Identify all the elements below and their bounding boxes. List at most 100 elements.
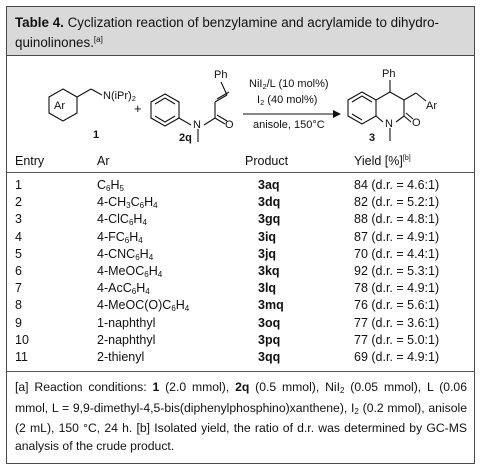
amine-group-text: N(iPr) <box>103 90 132 102</box>
cell-ar: 4-MeOC(O)C6H4 <box>97 298 190 314</box>
cell-product: 3pq <box>258 332 281 347</box>
cell-ar: 4-ClC6H4 <box>97 212 147 228</box>
cell-ar: 4-CNC6H4 <box>97 246 154 262</box>
header-yield-text: Yield [%] <box>354 154 403 168</box>
cell-yield: 77 (d.r. = 5.0:1) <box>354 332 440 347</box>
caption-label: Table 4. <box>15 15 64 30</box>
cell-product: 3lq <box>258 281 277 296</box>
table-row: 10 2-naphthyl 3pq 77 (d.r. = 5.0:1) <box>7 333 474 350</box>
cell-yield: 82 (d.r. = 5.2:1) <box>354 195 440 210</box>
cell-ar: 1-naphthyl <box>97 315 156 330</box>
cell-entry: 7 <box>15 281 22 296</box>
product-o-label: O <box>412 117 421 129</box>
product-ph-label: Ph <box>382 68 396 80</box>
table-bottom-rule <box>7 371 474 372</box>
cell-entry: 10 <box>15 332 29 347</box>
cell-ar: 2-thienyl <box>97 349 145 364</box>
product-n-label: N <box>385 118 393 130</box>
caption-rule <box>7 55 474 56</box>
header-ar: Ar <box>97 154 110 168</box>
table-row: 1 C6H5 3aq 84 (d.r. = 4.6:1) <box>7 178 474 195</box>
caption-note-marker: [a] <box>93 35 103 44</box>
cell-ar: 4-AcC6H4 <box>97 281 150 297</box>
catalyst-sub: 2 <box>262 82 267 91</box>
reaction-scheme-drawing <box>48 80 427 142</box>
table-row: 6 4-MeOC6H4 3kq 92 (d.r. = 5.3:1) <box>7 264 474 281</box>
table-header: Entry Ar Product Yield [%][b] <box>7 152 474 173</box>
cell-entry: 2 <box>15 195 22 210</box>
ar-label-1: Ar <box>54 100 65 112</box>
cell-product: 3aq <box>258 178 280 192</box>
conditions-solvent: anisole, 150°C <box>253 119 325 131</box>
conditions-catalyst: NiI2/L (10 mol%) <box>249 78 329 93</box>
header-product: Product <box>245 154 289 168</box>
header-yield: Yield [%][b] <box>354 154 411 168</box>
cell-yield: 76 (d.r. = 5.6:1) <box>354 298 440 313</box>
iodine-sub: 2 <box>260 98 265 107</box>
acrylamide-ph-label: Ph <box>214 69 228 81</box>
cell-entry: 3 <box>15 212 22 227</box>
cell-yield: 69 (d.r. = 4.9:1) <box>354 349 440 364</box>
compound-1-label: 1 <box>93 129 100 141</box>
cell-product: 3oq <box>258 315 281 330</box>
table-row: 3 4-ClC6H4 3gq 88 (d.r. = 4.8:1) <box>7 212 474 229</box>
cell-product: 3kq <box>258 263 280 278</box>
catalyst-rest: /L (10 mol%) <box>266 78 329 90</box>
cell-yield: 77 (d.r. = 3.6:1) <box>354 315 440 330</box>
iodine-rest: (40 mol%) <box>264 94 318 106</box>
catalyst-text: NiI <box>249 78 263 90</box>
table-row: 8 4-MeOC(O)C6H4 3mq 76 (d.r. = 5.6:1) <box>7 298 474 315</box>
cell-entry: 5 <box>15 246 22 261</box>
amine-group-label: N(iPr)2 <box>103 90 136 105</box>
product-ar-label: Ar <box>426 100 437 112</box>
reaction-scheme: Ar N(iPr)2 1 + Ph 2q N O NiI2/L (10 mol%… <box>7 56 474 151</box>
cell-ar: C6H5 <box>97 178 124 193</box>
compound-3-label: 3 <box>369 132 376 144</box>
cell-entry: 6 <box>15 263 22 278</box>
reaction-arrow-head <box>333 110 341 118</box>
conditions-iodine: I2 (40 mol%) <box>257 94 317 109</box>
table-row: 11 2-thienyl 3qq 69 (d.r. = 4.9:1) <box>7 350 474 367</box>
cell-yield: 70 (d.r. = 4.4:1) <box>354 246 440 261</box>
cell-product: 3mq <box>258 298 284 313</box>
table-row: 2 4-CH3C6H4 3dq 82 (d.r. = 5.2:1) <box>7 195 474 212</box>
cell-entry: 8 <box>15 298 22 313</box>
table-row: 5 4-CNC6H4 3jq 70 (d.r. = 4.4:1) <box>7 247 474 264</box>
cell-entry: 9 <box>15 315 22 330</box>
iodine-text: I <box>257 94 261 106</box>
cell-yield: 78 (d.r. = 4.9:1) <box>354 281 440 296</box>
cell-yield: 84 (d.r. = 4.6:1) <box>354 178 440 192</box>
cell-ar: 4-MeOC6H4 <box>97 263 163 279</box>
product-benzo-ring <box>347 91 377 125</box>
header-yield-note: [b] <box>402 155 411 162</box>
cell-product: 3gq <box>258 212 281 227</box>
amine-group-sub: 2 <box>131 94 136 103</box>
acrylamide-o-label: O <box>225 119 234 131</box>
cell-entry: 11 <box>15 349 28 364</box>
cell-product: 3dq <box>258 195 281 210</box>
acrylamide-n-label: N <box>193 119 201 131</box>
cell-entry: 4 <box>15 229 22 244</box>
table-row: 7 4-AcC6H4 3lq 78 (d.r. = 4.9:1) <box>7 281 474 298</box>
cell-product: 3iq <box>258 229 277 244</box>
compound-2q-label: 2q <box>179 132 192 144</box>
plus-sign: + <box>134 101 142 116</box>
cell-ar: 2-naphthyl <box>97 332 156 347</box>
table-footnote: [a] Reaction conditions: 1 (2.0 mmol), 2… <box>15 380 468 453</box>
table-row: 9 1-naphthyl 3oq 77 (d.r. = 3.6:1) <box>7 316 474 333</box>
table-row: 4 4-FC6H4 3iq 87 (d.r. = 4.9:1) <box>7 230 474 247</box>
cell-product: 3qq <box>258 349 281 364</box>
cell-yield: 87 (d.r. = 4.9:1) <box>354 229 440 244</box>
cell-ar: 4-FC6H4 <box>97 229 143 245</box>
cell-yield: 92 (d.r. = 5.3:1) <box>354 263 440 278</box>
cell-ar: 4-CH3C6H4 <box>97 195 158 211</box>
phenyl-ring-2q <box>150 93 180 127</box>
caption-text: Cyclization reaction of benzylamine and … <box>15 15 440 50</box>
table-caption: Table 4. Cyclization reaction of benzyla… <box>7 7 474 55</box>
cell-product: 3jq <box>258 246 277 261</box>
cell-yield: 88 (d.r. = 4.8:1) <box>354 212 440 227</box>
table-frame: Table 4. Cyclization reaction of benzyla… <box>6 6 475 464</box>
header-entry: Entry <box>15 154 45 168</box>
cell-entry: 1 <box>15 178 22 192</box>
